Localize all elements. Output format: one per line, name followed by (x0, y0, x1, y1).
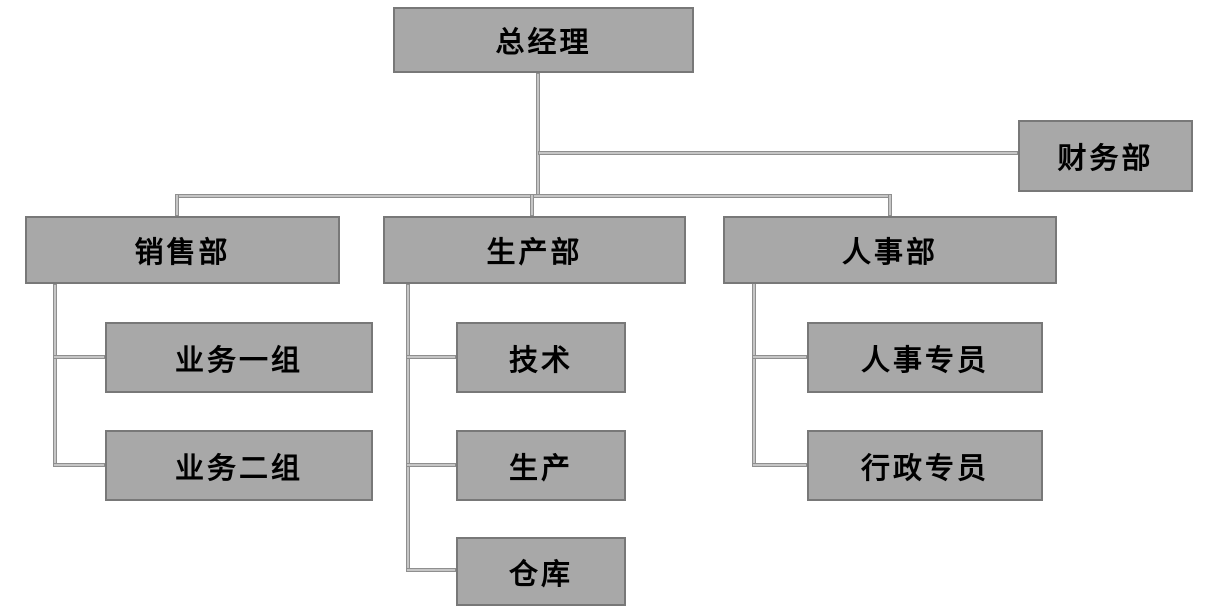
node-production-dept: 生产部 (383, 216, 686, 284)
node-general-manager: 总经理 (393, 7, 694, 73)
node-sales-dept-label: 销售部 (134, 237, 231, 269)
connector-drop-sales (175, 194, 179, 216)
node-hr-dept-label: 人事部 (841, 237, 938, 269)
node-business-group-1: 业务一组 (105, 322, 373, 393)
node-business-group-2-label: 业务二组 (174, 452, 303, 485)
connector-sales-to-group2 (53, 463, 105, 467)
node-warehouse: 仓库 (456, 537, 626, 606)
connector-production-to-prod (406, 463, 456, 467)
connector-hr-to-hr-specialist (752, 355, 807, 359)
connector-production-vertical (406, 284, 410, 572)
connector-sales-vertical (53, 284, 57, 467)
connector-production-to-tech (406, 355, 456, 359)
node-finance-dept-label: 财务部 (1057, 143, 1154, 175)
connector-drop-production (530, 194, 534, 216)
connector-hr-vertical (752, 283, 756, 467)
node-warehouse-label: 仓库 (508, 558, 573, 591)
node-general-manager-label: 总经理 (495, 27, 592, 59)
node-production-label: 生产 (508, 452, 573, 485)
node-technology-label: 技术 (508, 344, 573, 377)
connector-root-vertical (536, 73, 540, 198)
connector-drop-hr (888, 194, 892, 216)
node-hr-dept: 人事部 (723, 216, 1057, 284)
connector-hr-to-admin-specialist (752, 463, 807, 467)
connector-level2-horizontal (177, 194, 892, 198)
connector-sales-to-group1 (53, 355, 105, 359)
node-production: 生产 (456, 430, 626, 501)
node-technology: 技术 (456, 322, 626, 393)
connector-production-to-warehouse (406, 568, 456, 572)
connector-root-to-finance (538, 151, 1018, 155)
node-sales-dept: 销售部 (25, 216, 340, 284)
node-business-group-2: 业务二组 (105, 430, 373, 501)
node-hr-specialist-label: 人事专员 (860, 344, 989, 377)
node-hr-specialist: 人事专员 (807, 322, 1043, 393)
node-finance-dept: 财务部 (1018, 120, 1193, 192)
node-admin-specialist-label: 行政专员 (860, 452, 989, 485)
node-production-dept-label: 生产部 (486, 237, 583, 269)
node-business-group-1-label: 业务一组 (174, 344, 303, 377)
node-admin-specialist: 行政专员 (807, 430, 1043, 501)
